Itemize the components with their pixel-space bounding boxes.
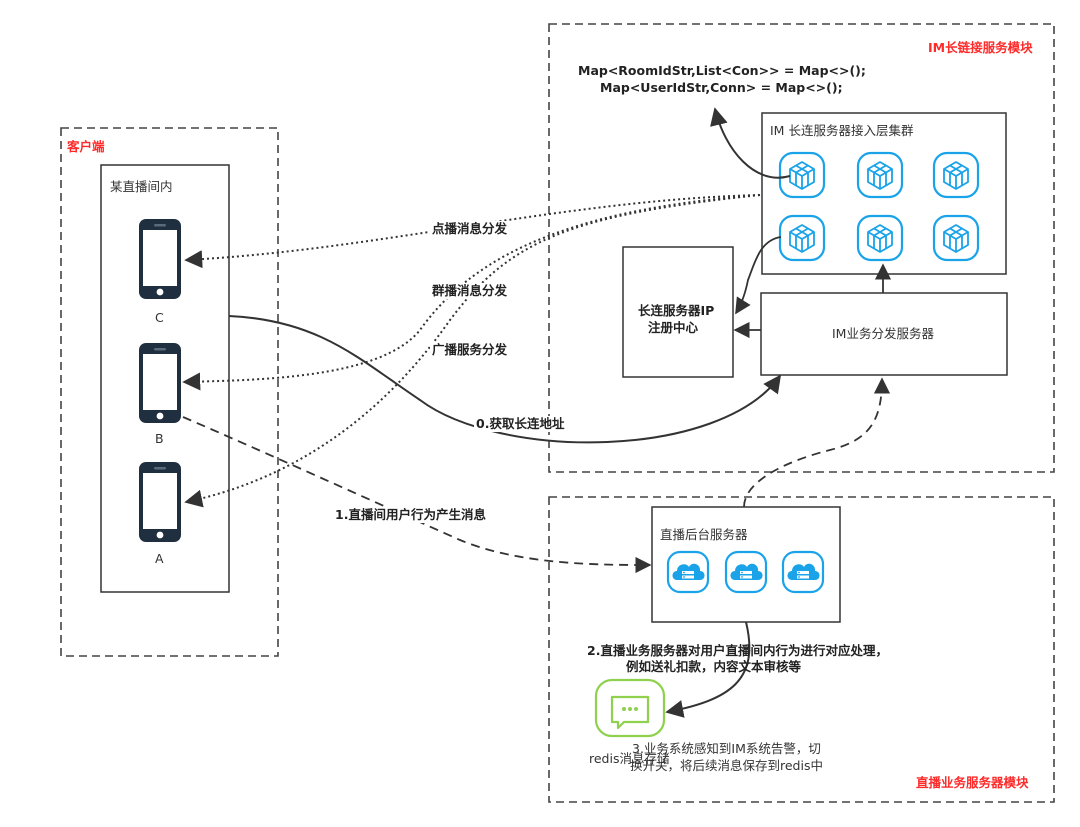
alert-label-line2: 换开关，将后续消息保存到redis中 [630, 758, 823, 773]
server-node-icon [856, 214, 904, 262]
server-node-icon [932, 151, 980, 199]
server-node-icon [856, 151, 904, 199]
phone-c-icon [139, 219, 181, 299]
registry-title-line2: 注册中心 [648, 320, 699, 335]
dispatch-title: IM业务分发服务器 [832, 326, 934, 341]
registry-title-line1: 长连服务器IP [638, 303, 715, 318]
phone-c-label: C [155, 310, 164, 325]
server-node-icon [932, 214, 980, 262]
server-node-icon [778, 214, 826, 262]
edge-alert-switch [743, 377, 891, 508]
unicast-label: 点播消息分发 [430, 221, 510, 237]
edge-multicast [182, 194, 761, 391]
edge-cluster-to-maps [710, 107, 791, 179]
im-module-title: IM长链接服务模块 [928, 40, 1033, 55]
phone-b-icon [139, 343, 181, 423]
cloud-server-icon [781, 550, 825, 594]
process-label-line2: 例如送礼扣款，内容文本审核等 [626, 659, 802, 674]
client-module-boundary [60, 127, 279, 657]
edge-user-action [182, 416, 652, 574]
redis-message-icon [594, 678, 666, 738]
im-module-boundary [548, 23, 1055, 473]
user-action-label: 1.直播间用户行为产生消息 [333, 507, 488, 523]
phone-b-label: B [155, 431, 164, 446]
edge-cluster-to-registry [735, 236, 782, 315]
registry-box [622, 246, 734, 378]
multicast-label: 群播消息分发 [430, 283, 510, 299]
redis-label: redis消息存储 [589, 751, 670, 766]
cluster-title: IM 长连服务器接入层集群 [770, 123, 914, 138]
cloud-server-icon [724, 550, 768, 594]
business-module-boundary [548, 496, 1055, 803]
user-map-code: Map<UserIdStr,Conn> = Map<>(); [600, 80, 843, 95]
live-room-title: 某直播间内 [110, 179, 173, 194]
alert-label-line1: 3.业务系统感知到IM系统告警，切 [632, 741, 821, 756]
business-module-title: 直播业务服务器模块 [916, 775, 1029, 790]
server-node-icon [778, 151, 826, 199]
phone-a-label: A [155, 551, 164, 566]
cloud-server-icon [666, 550, 710, 594]
get-address-label: 0.获取长连地址 [474, 416, 567, 432]
process-label-line1: 2.直播业务服务器对用户直播间内行为进行对应处理， [587, 643, 888, 658]
edge-backend-to-redis [665, 621, 751, 718]
edge-broadcast [184, 194, 761, 508]
room-map-code: Map<RoomIdStr,List<Con>> = Map<>(); [578, 63, 866, 78]
dispatch-box [760, 292, 1008, 376]
broadcast-label: 广播服务分发 [430, 342, 510, 358]
edge-get-long-address [228, 315, 782, 444]
client-module-title: 客户端 [67, 139, 105, 154]
backend-title: 直播后台服务器 [660, 527, 748, 542]
phone-a-icon [139, 462, 181, 542]
